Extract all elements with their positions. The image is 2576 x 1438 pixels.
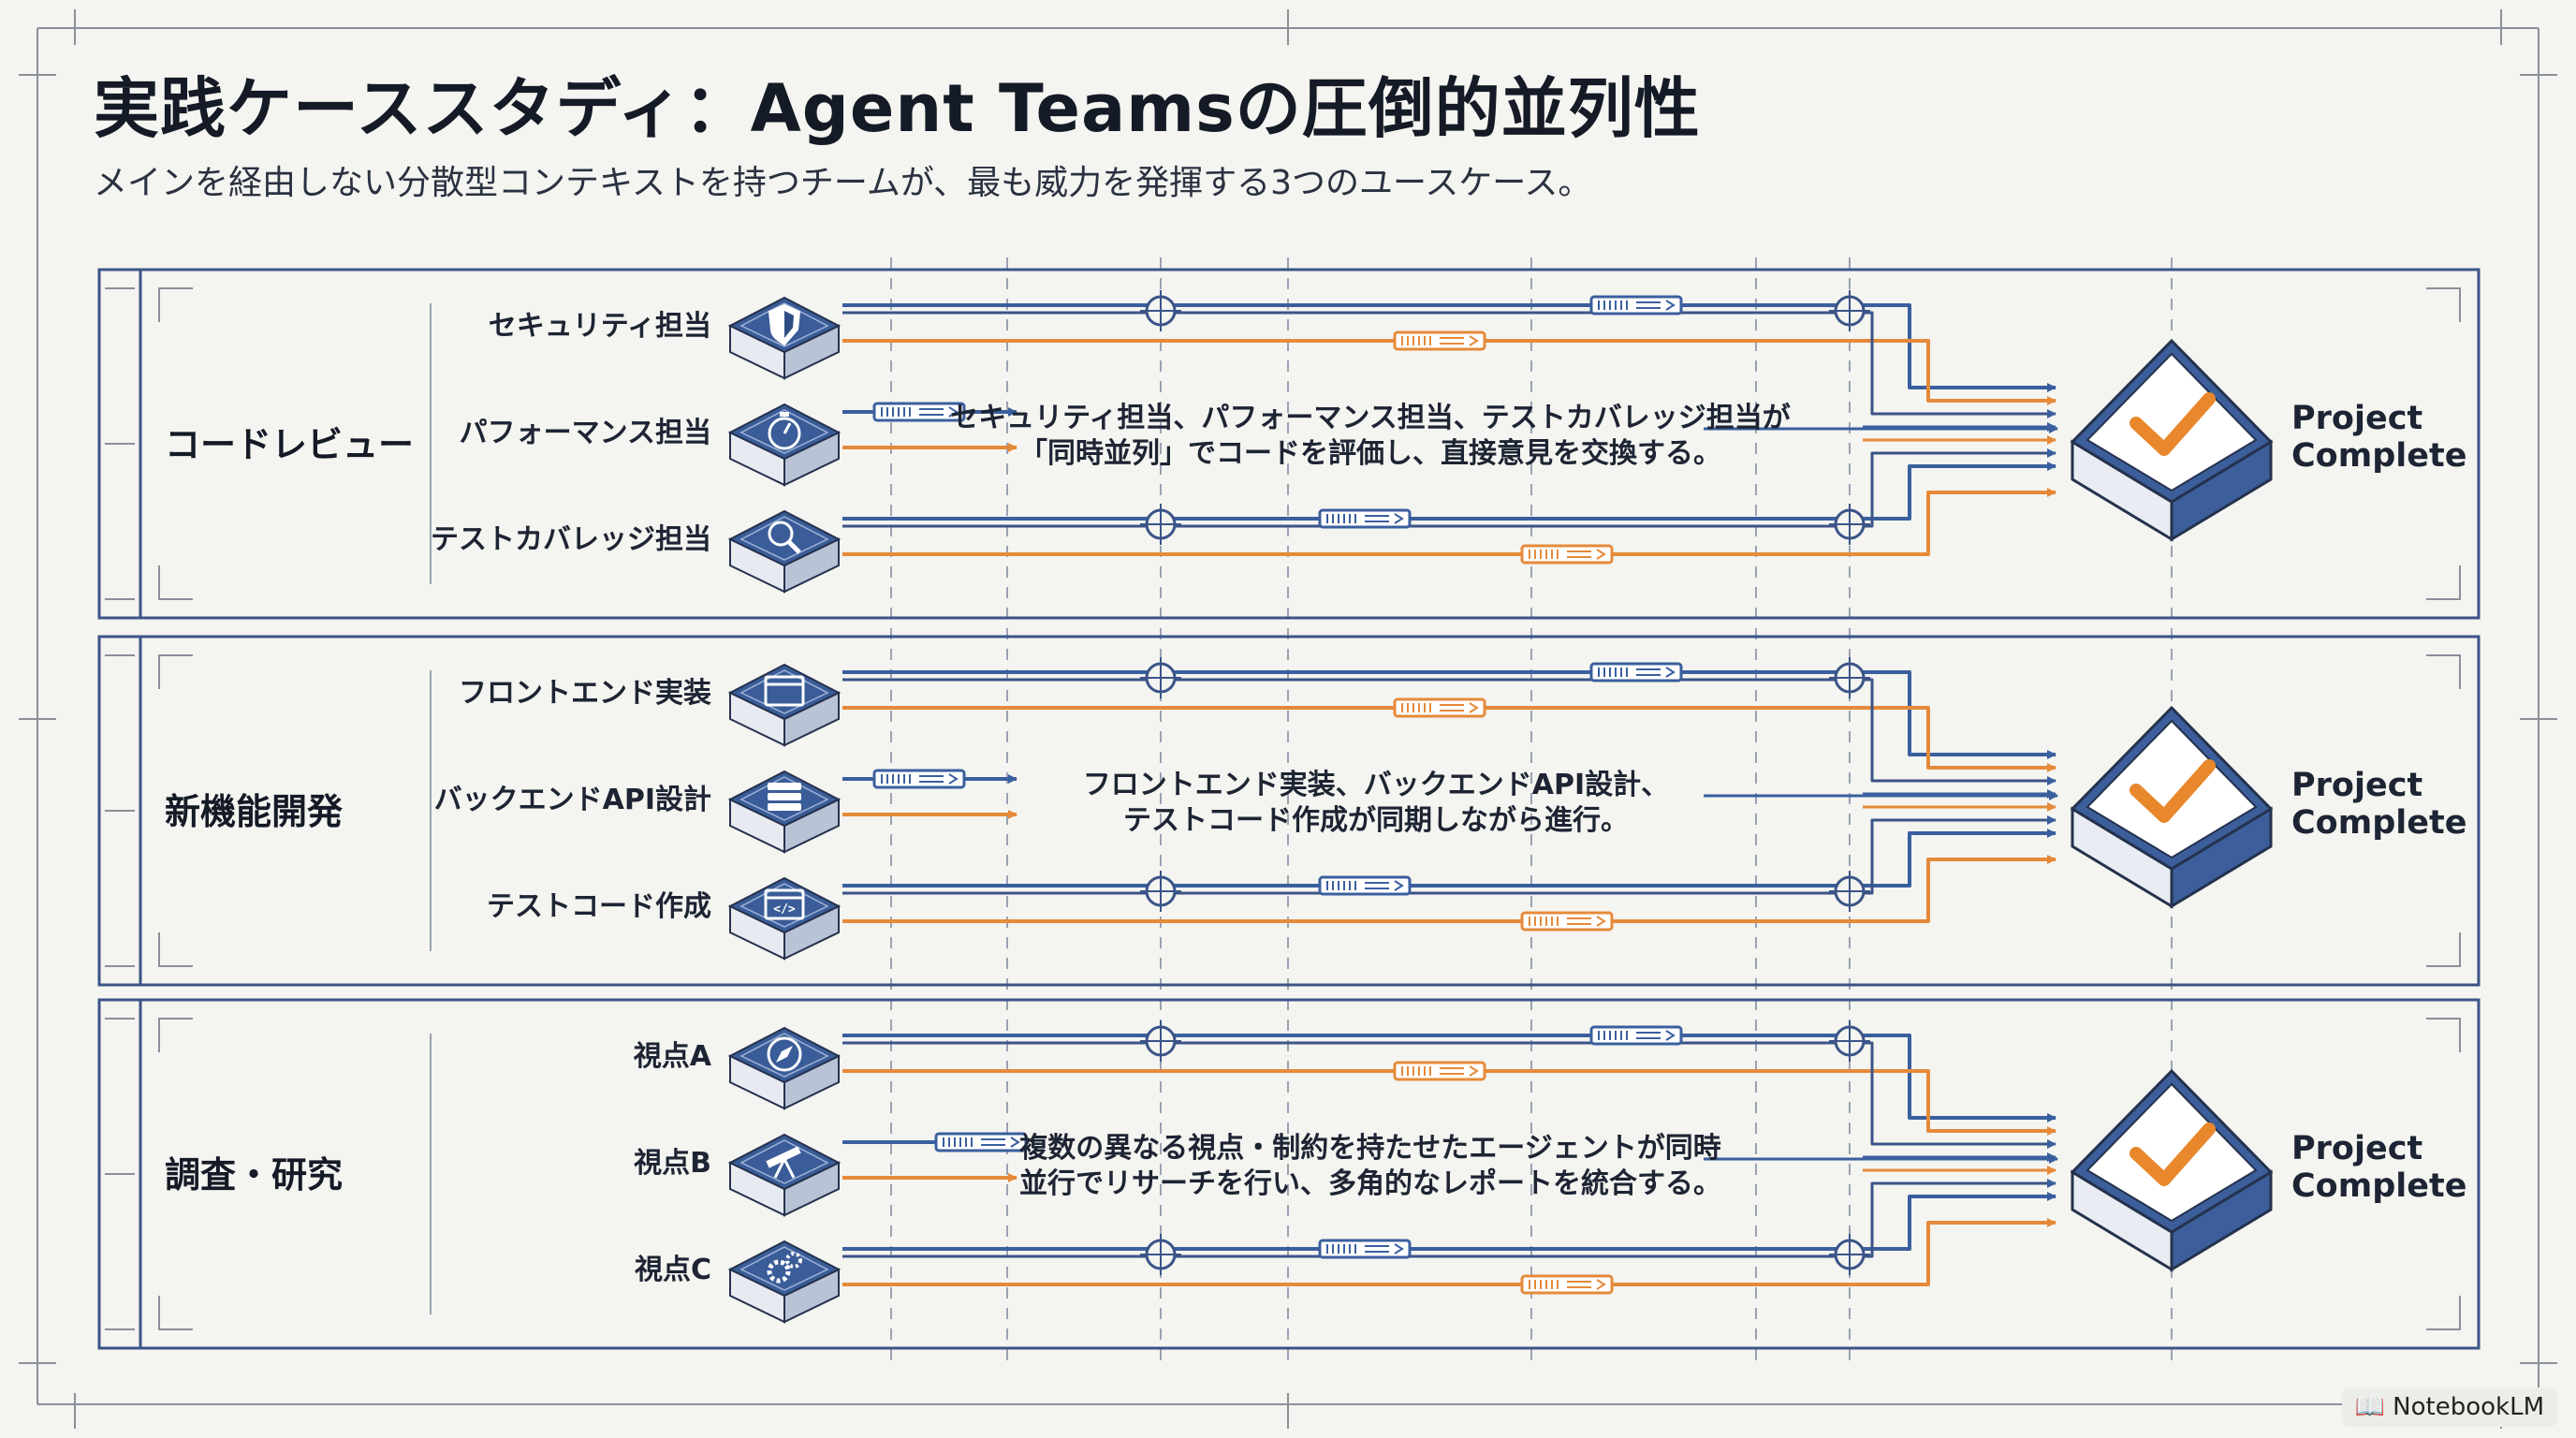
data-packet: [1393, 330, 1486, 351]
lane-category: 新機能開発: [165, 791, 344, 832]
data-packet: [872, 769, 966, 789]
agent-label: パフォーマンス担当: [460, 417, 711, 449]
lane-frame: [97, 998, 2481, 1350]
lane-description: フロントエンド実装、バックエンドAPI設計、: [1083, 769, 1669, 801]
notebooklm-logo-icon: 📖: [2354, 1393, 2386, 1421]
gears-icon: [727, 1240, 842, 1324]
agent-label: 視点C: [635, 1254, 711, 1286]
junction-node: [1829, 1234, 1870, 1275]
lane-category: 調査・研究: [165, 1154, 343, 1196]
data-packet: [1589, 1025, 1683, 1046]
page-frame: [19, 9, 2557, 1429]
agent-label: 視点B: [634, 1147, 711, 1180]
project-complete-block: [2070, 338, 2274, 542]
agent-label: テストカバレッジ担当: [431, 523, 711, 556]
junction-node: [1140, 290, 1181, 331]
junction-node: [1829, 504, 1870, 545]
data-packet: [1318, 875, 1412, 896]
project-complete-block: [2070, 705, 2274, 909]
database-icon: [727, 770, 842, 854]
checkmark-icon: [2130, 759, 2216, 823]
data-packet: [1393, 1061, 1486, 1081]
lane-description: 複数の異なる視点・制約を持たせたエージェントが同時: [1019, 1132, 1720, 1165]
junction-node: [1140, 871, 1181, 912]
data-packet: [872, 402, 966, 422]
data-packet: [1393, 697, 1486, 718]
agent-label: テストコード作成: [487, 890, 711, 923]
data-packet: [1589, 662, 1683, 682]
data-packet: [1318, 508, 1412, 529]
lane-3: 調査・研究 視点A 視点B 視点C 複数の異なる視点・制約を持たせたエージェントが同時並…: [97, 998, 2481, 1350]
junction-node: [1140, 1234, 1181, 1275]
code-window-icon: </>: [727, 876, 842, 961]
result-label: Project: [2291, 767, 2422, 804]
result-label: Complete: [2291, 1167, 2466, 1205]
project-complete-block: [2070, 1068, 2274, 1272]
lane-frame: [97, 268, 2481, 620]
lane-description: テストコード作成が同期しながら進行。: [1123, 804, 1629, 837]
data-packet: [1520, 544, 1614, 565]
agent-label: バックエンドAPI設計: [434, 784, 711, 816]
page-title: 実践ケーススタディ：Agent Teamsの圧倒的並列性: [94, 70, 1701, 147]
svg-text:</>: </>: [773, 902, 796, 917]
browser-window-icon: [727, 663, 842, 747]
result-label: Project: [2291, 1130, 2422, 1167]
data-packet: [1318, 1239, 1412, 1259]
agent-label: フロントエンド実装: [459, 677, 711, 710]
junction-node: [1829, 290, 1870, 331]
lane-frame: [97, 635, 2481, 987]
checkmark-icon: [2130, 392, 2216, 456]
compass-icon: [727, 1026, 842, 1110]
shield-icon: [727, 296, 842, 380]
result-label: Complete: [2291, 804, 2466, 842]
junction-node: [1140, 504, 1181, 545]
junction-node: [1140, 657, 1181, 698]
stopwatch-icon: [727, 403, 842, 487]
brand-badge: 📖 NotebookLM: [2341, 1387, 2557, 1427]
lane-description: セキュリティ担当、パフォーマンス担当、テストカバレッジ担当が: [950, 402, 1791, 434]
agent-label: 視点A: [634, 1040, 712, 1073]
data-packet: [1589, 295, 1683, 315]
junction-node: [1829, 1020, 1870, 1062]
page-subtitle: メインを経由しない分散型コンテキストを持つチームが、最も威力を発揮する3つのユー…: [94, 164, 1592, 202]
brand-name: NotebookLM: [2393, 1393, 2544, 1421]
junction-node: [1140, 1020, 1181, 1062]
magnifier-icon: [727, 509, 842, 594]
checkmark-icon: [2130, 1123, 2216, 1186]
data-packet: [1520, 1274, 1614, 1295]
result-label: Complete: [2291, 437, 2466, 475]
lane-category: コードレビュー: [165, 424, 414, 465]
junction-node: [1829, 657, 1870, 698]
data-packet: [934, 1132, 1028, 1152]
agent-label: セキュリティ担当: [489, 310, 711, 343]
telescope-icon: [727, 1133, 842, 1217]
result-label: Project: [2291, 400, 2422, 437]
junction-node: [1829, 871, 1870, 912]
data-packet: [1520, 911, 1614, 932]
lane-description: 「同時並列」でコードを評価し、直接意見を交換する。: [1019, 437, 1721, 470]
lane-description: 並行でリサーチを行い、多角的なレポートを統合する。: [1019, 1167, 1721, 1200]
